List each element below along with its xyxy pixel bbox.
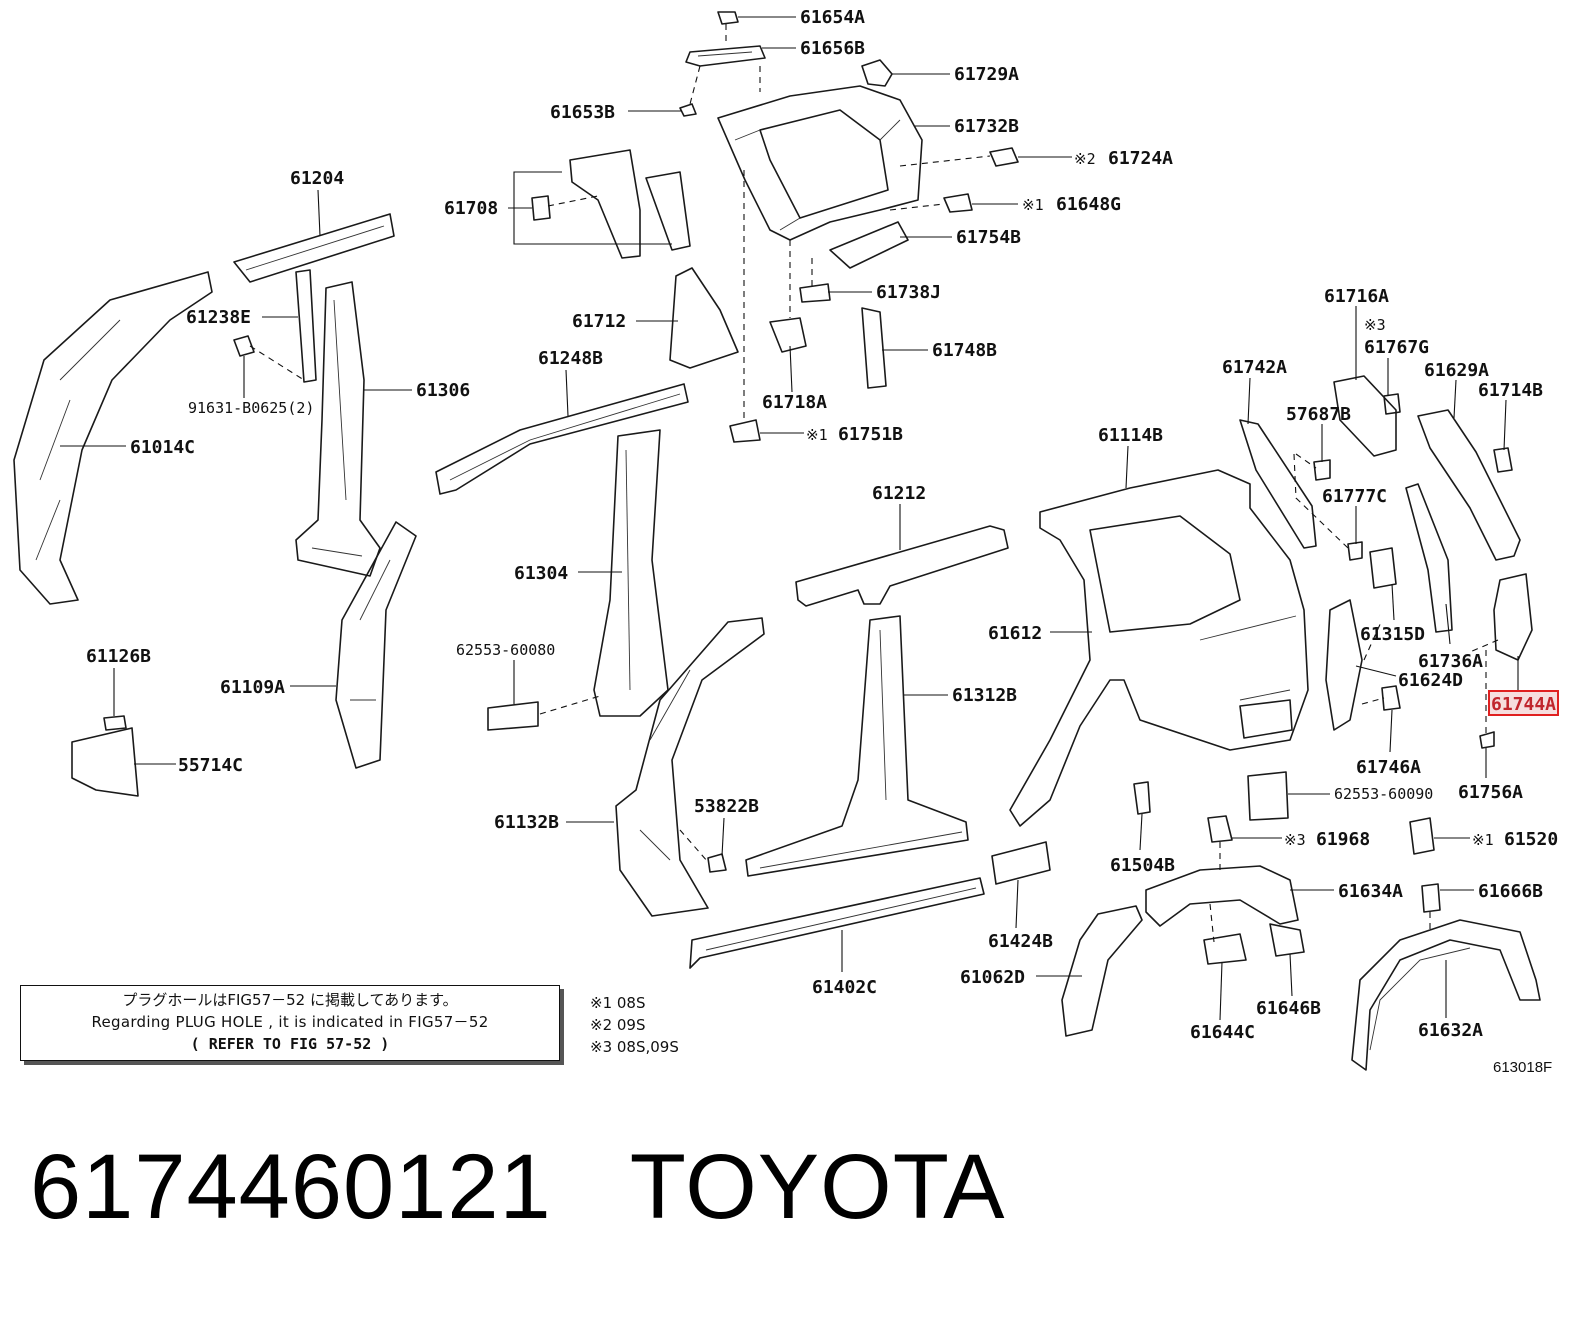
- label-53822B[interactable]: 53822B: [694, 796, 759, 817]
- label-61708[interactable]: 61708: [444, 198, 498, 219]
- label-61212[interactable]: 61212: [872, 483, 926, 504]
- legend-item: ※1 08S: [590, 994, 646, 1012]
- label-61109A[interactable]: 61109A: [220, 677, 285, 698]
- mark-61648G: ※1: [1022, 196, 1044, 214]
- caption-brand: TOYOTA: [629, 1136, 1006, 1238]
- leader-lines: [60, 16, 1519, 1021]
- legend-item: ※3 08S,09S: [590, 1038, 679, 1056]
- mark-61767G: ※3: [1364, 316, 1386, 334]
- label-61744A[interactable]: 61744A: [1491, 694, 1556, 715]
- label-61742A[interactable]: 61742A: [1222, 357, 1287, 378]
- assembly-lines: [249, 24, 1499, 943]
- label-61716A[interactable]: 61716A: [1324, 286, 1389, 307]
- label-61754B[interactable]: 61754B: [956, 227, 1021, 248]
- label-61126B[interactable]: 61126B: [86, 646, 151, 667]
- mark-61751B: ※1: [806, 426, 828, 444]
- label-61424B[interactable]: 61424B: [988, 931, 1053, 952]
- model-legend: ※1 08S ※2 09S ※3 08S,09S: [590, 992, 679, 1058]
- label-61132B[interactable]: 61132B: [494, 812, 559, 833]
- label-61653B[interactable]: 61653B: [550, 102, 615, 123]
- label-61062D[interactable]: 61062D: [960, 967, 1025, 988]
- note-japanese: プラグホールはFIG57－52 に掲載してあります。: [122, 991, 458, 1009]
- caption-part-number: 6174460121: [30, 1136, 552, 1238]
- label-57687B[interactable]: 57687B: [1286, 404, 1351, 425]
- label-62553-60090[interactable]: 62553-60090: [1334, 785, 1433, 803]
- label-61724A[interactable]: 61724A: [1108, 148, 1173, 169]
- label-61718A[interactable]: 61718A: [762, 392, 827, 413]
- label-91631-B0625[interactable]: 91631-B0625(2): [188, 399, 314, 417]
- label-61729A[interactable]: 61729A: [954, 64, 1019, 85]
- label-61736A[interactable]: 61736A: [1418, 651, 1483, 672]
- label-61304[interactable]: 61304: [514, 563, 568, 584]
- label-61629A[interactable]: 61629A: [1424, 360, 1489, 381]
- label-61644C[interactable]: 61644C: [1190, 1022, 1255, 1043]
- label-61654A[interactable]: 61654A: [800, 7, 865, 28]
- label-61634A[interactable]: 61634A: [1338, 881, 1403, 902]
- label-61402C[interactable]: 61402C: [812, 977, 877, 998]
- part-caption: 6174460121 TOYOTA: [30, 1135, 1005, 1240]
- figure-code: 613018F: [1493, 1059, 1553, 1076]
- label-61114B[interactable]: 61114B: [1098, 425, 1163, 446]
- label-61306[interactable]: 61306: [416, 380, 470, 401]
- label-61738J[interactable]: 61738J: [876, 282, 941, 303]
- label-61612[interactable]: 61612: [988, 623, 1042, 644]
- label-61748B[interactable]: 61748B: [932, 340, 997, 361]
- plug-hole-note: プラグホールはFIG57－52 に掲載してあります。 Regarding PLU…: [20, 985, 560, 1061]
- label-61504B[interactable]: 61504B: [1110, 855, 1175, 876]
- parts-diagram: 61654A 61656B 61729A 61653B 61732B ※2 61…: [13, 7, 1559, 1071]
- note-reference-link[interactable]: ( REFER TO FIG 57-52 ): [190, 1035, 390, 1053]
- mark-61968: ※3: [1284, 831, 1306, 849]
- label-61014C[interactable]: 61014C: [130, 437, 195, 458]
- label-61520[interactable]: 61520: [1504, 829, 1558, 850]
- label-61712[interactable]: 61712: [572, 311, 626, 332]
- label-61767G[interactable]: 61767G: [1364, 337, 1429, 358]
- label-61648G[interactable]: 61648G: [1056, 194, 1121, 215]
- label-61746A[interactable]: 61746A: [1356, 757, 1421, 778]
- label-61714B[interactable]: 61714B: [1478, 380, 1543, 401]
- label-61777C[interactable]: 61777C: [1322, 486, 1387, 507]
- label-61248B[interactable]: 61248B: [538, 348, 603, 369]
- label-61238E[interactable]: 61238E: [186, 307, 251, 328]
- label-61312B[interactable]: 61312B: [952, 685, 1017, 706]
- mark-61520: ※1: [1472, 831, 1494, 849]
- label-61632A[interactable]: 61632A: [1418, 1020, 1483, 1041]
- legend-item: ※2 09S: [590, 1016, 646, 1034]
- label-61315D[interactable]: 61315D: [1360, 624, 1425, 645]
- label-61751B[interactable]: 61751B: [838, 424, 903, 445]
- part-shapes: [13, 11, 1541, 1071]
- label-61732B[interactable]: 61732B: [954, 116, 1019, 137]
- label-61756A[interactable]: 61756A: [1458, 782, 1523, 803]
- label-61624D[interactable]: 61624D: [1398, 670, 1463, 691]
- part-labels: 61654A 61656B 61729A 61653B 61732B ※2 61…: [86, 7, 1559, 1043]
- label-61204[interactable]: 61204: [290, 168, 344, 189]
- label-61968[interactable]: 61968: [1316, 829, 1370, 850]
- label-62553-60080[interactable]: 62553-60080: [456, 641, 555, 659]
- highlight-61744A[interactable]: 61744A: [1488, 690, 1559, 716]
- note-english: Regarding PLUG HOLE , it is indicated in…: [91, 1013, 489, 1031]
- label-61656B[interactable]: 61656B: [800, 38, 865, 59]
- label-55714C[interactable]: 55714C: [178, 755, 243, 776]
- label-61646B[interactable]: 61646B: [1256, 998, 1321, 1019]
- label-61666B[interactable]: 61666B: [1478, 881, 1543, 902]
- mark-61724A: ※2: [1074, 150, 1096, 168]
